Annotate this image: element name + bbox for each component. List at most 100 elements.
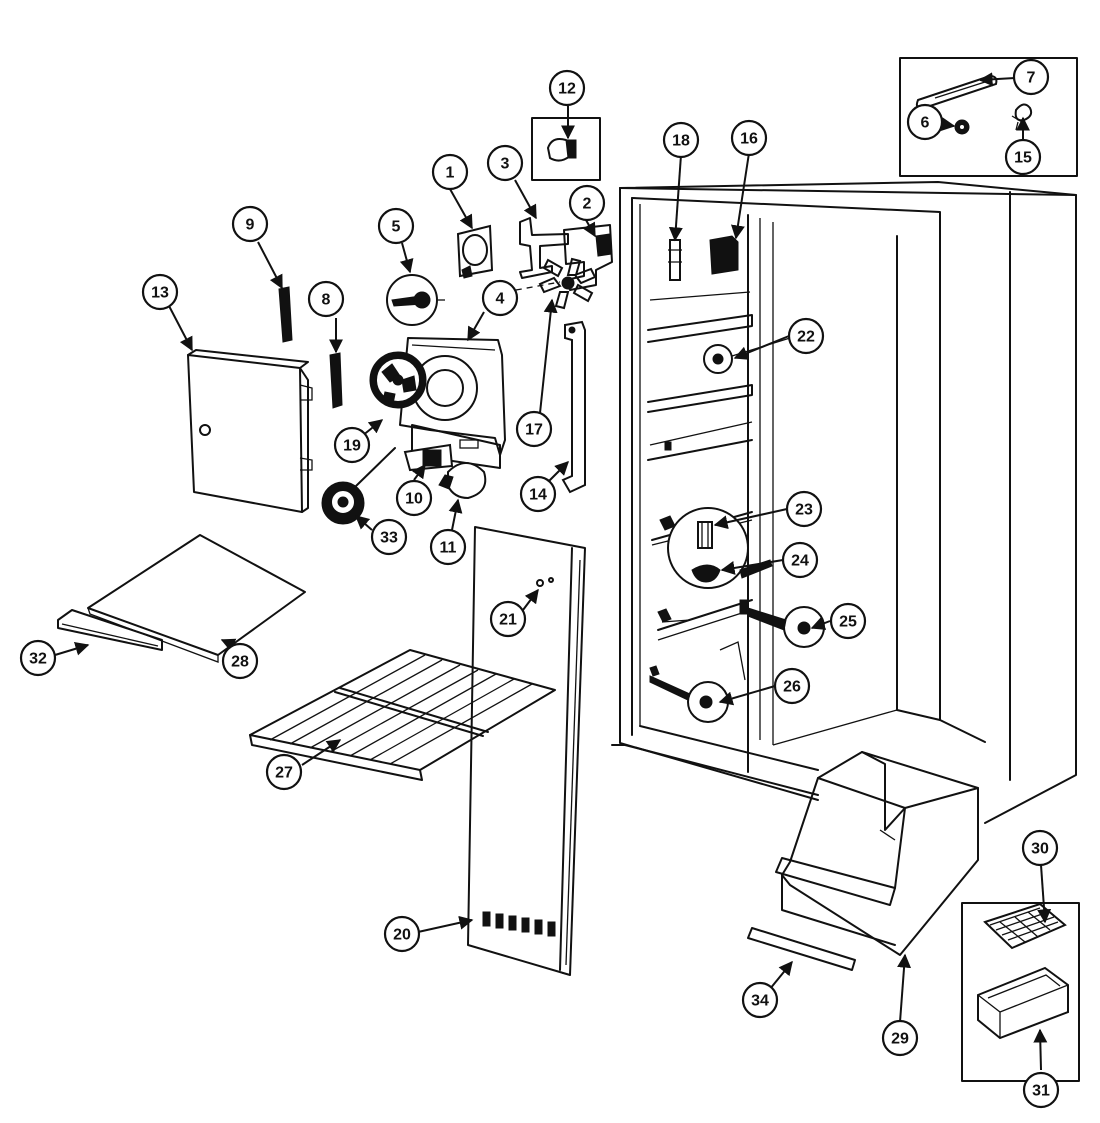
callout-circle	[431, 153, 469, 191]
callout-circle	[1012, 58, 1050, 96]
glass-shelf	[57, 534, 306, 663]
callout-19: 19	[333, 426, 371, 464]
callout-label: 4	[496, 291, 505, 308]
callout-circle	[548, 69, 586, 107]
evaporator-cover	[187, 349, 313, 513]
rods	[278, 286, 343, 409]
callout-6: 6	[906, 103, 944, 141]
callout-34: 34	[741, 981, 779, 1019]
callout-label: 12	[558, 81, 576, 98]
callout-33: 33	[370, 518, 408, 556]
callout-15: 15	[1004, 138, 1042, 176]
callout-3: 3	[486, 144, 524, 182]
callout-label: 17	[525, 422, 543, 439]
callout-label: 31	[1032, 1083, 1050, 1100]
callout-label: 13	[151, 285, 169, 302]
callout-label: 30	[1031, 841, 1049, 858]
callout-label: 29	[891, 1031, 909, 1048]
callout-circle	[429, 528, 467, 566]
callout-circle	[730, 119, 768, 157]
callout-29: 29	[881, 1019, 919, 1057]
callout-10: 10	[395, 479, 433, 517]
callout-18: 18	[662, 121, 700, 159]
callout-label: 9	[246, 217, 255, 234]
callout-label: 1	[446, 165, 455, 182]
callout-circle	[231, 205, 269, 243]
callout-circle	[515, 410, 553, 448]
callout-12: 12	[548, 69, 586, 107]
callout-label: 5	[392, 219, 401, 236]
callout-circle	[1021, 829, 1059, 867]
callout-16: 16	[730, 119, 768, 157]
leader-lines	[54, 72, 1052, 1071]
callout-label: 20	[393, 927, 411, 944]
callout-circle	[19, 639, 57, 677]
inset-box-bottom	[961, 902, 1080, 1082]
callout-circle	[1004, 138, 1042, 176]
callout-circle	[395, 479, 433, 517]
callout-circle	[829, 602, 867, 640]
callout-label: 15	[1014, 150, 1032, 167]
callout-circle	[519, 475, 557, 513]
callout-13: 13	[141, 273, 179, 311]
callout-25: 25	[829, 602, 867, 640]
callout-32: 32	[19, 639, 57, 677]
callout-23: 23	[785, 490, 823, 528]
callout-28: 28	[221, 642, 259, 680]
fan-assembly	[321, 217, 613, 525]
inset-box-top	[899, 57, 1078, 177]
callout-1: 1	[431, 153, 469, 191]
callout-label: 25	[839, 614, 857, 631]
callout-20: 20	[383, 915, 421, 953]
callout-2: 2	[568, 184, 606, 222]
callout-label: 8	[322, 292, 331, 309]
callout-circle	[662, 121, 700, 159]
callout-circle	[906, 103, 944, 141]
rear-panel	[467, 526, 586, 976]
callout-24: 24	[781, 541, 819, 579]
callout-8: 8	[307, 280, 345, 318]
callout-27: 27	[265, 753, 303, 791]
callout-circle	[383, 915, 421, 953]
callout-circle	[265, 753, 303, 791]
callout-14: 14	[519, 475, 557, 513]
wire-shelf	[249, 649, 556, 781]
callout-circle	[221, 642, 259, 680]
callout-9: 9	[231, 205, 269, 243]
callout-circle	[141, 273, 179, 311]
part-12-box	[531, 117, 601, 181]
callout-circle	[787, 317, 825, 355]
refrigerator-cabinet	[611, 181, 1077, 824]
callout-circle	[486, 144, 524, 182]
callout-label: 34	[751, 993, 769, 1010]
callout-label: 16	[740, 131, 758, 148]
callout-circle	[370, 518, 408, 556]
callout-circle	[307, 280, 345, 318]
door-bin	[747, 751, 979, 971]
callout-circle	[489, 600, 527, 638]
callout-circle	[785, 490, 823, 528]
callout-circle	[781, 541, 819, 579]
callout-circle	[481, 279, 519, 317]
callout-label: 10	[405, 491, 423, 508]
callout-17: 17	[515, 410, 553, 448]
callout-circle	[568, 184, 606, 222]
callout-label: 6	[921, 115, 930, 132]
callout-label: 2	[583, 196, 592, 213]
callout-layer: 1234567891011121314151617181920212223242…	[19, 58, 1060, 1109]
callout-26: 26	[773, 667, 811, 705]
detail-circles	[649, 337, 825, 723]
callout-circle	[1022, 1071, 1060, 1109]
callout-label: 23	[795, 502, 813, 519]
callout-circle	[741, 981, 779, 1019]
callout-label: 7	[1027, 70, 1036, 87]
callout-circle	[377, 207, 415, 245]
callout-circle	[773, 667, 811, 705]
callout-31: 31	[1022, 1071, 1060, 1109]
callout-label: 28	[231, 654, 249, 671]
callout-label: 11	[440, 540, 457, 557]
callout-30: 30	[1021, 829, 1059, 867]
callout-label: 14	[529, 487, 547, 504]
callout-label: 19	[343, 438, 361, 455]
